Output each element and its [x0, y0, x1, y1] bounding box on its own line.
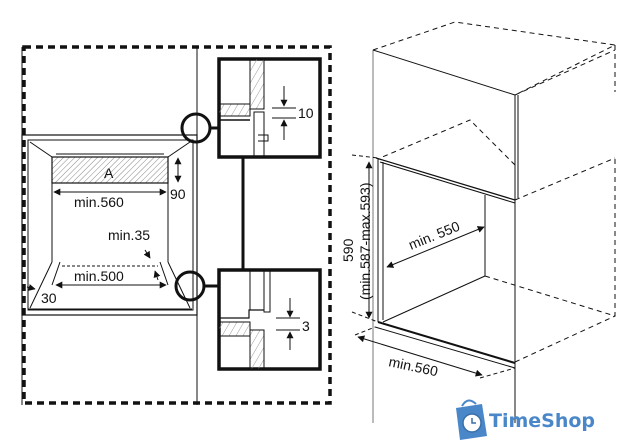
bottom-gap-label: 3 [302, 318, 310, 334]
zone-a-label: A [104, 165, 114, 181]
zone-a-hatched [51, 156, 169, 184]
detail-bottom [217, 268, 322, 371]
detail-marker-top [180, 112, 212, 144]
detail-marker-bottom [174, 270, 206, 302]
height-label: 590 [340, 238, 356, 262]
width-top-label: min.560 [74, 194, 124, 210]
width-label: min.560 [387, 353, 439, 379]
gap-side-label: min.35 [108, 227, 150, 243]
oven-niche [21, 134, 198, 316]
detail-top [217, 57, 322, 159]
front-view [21, 45, 332, 405]
iso-view [351, 21, 617, 423]
timeshop-logo: TimeShop [456, 399, 595, 440]
angle-label: 30 [41, 290, 57, 306]
watermark-text: TimeShop [489, 410, 595, 432]
height-range-label: (min.587-max.593) [357, 183, 373, 301]
height-top-label: 90 [170, 186, 186, 202]
cabinet-outline-dashed [22, 45, 332, 405]
top-gap-label: 10 [298, 105, 314, 121]
width-bottom-label: min.500 [74, 268, 124, 284]
